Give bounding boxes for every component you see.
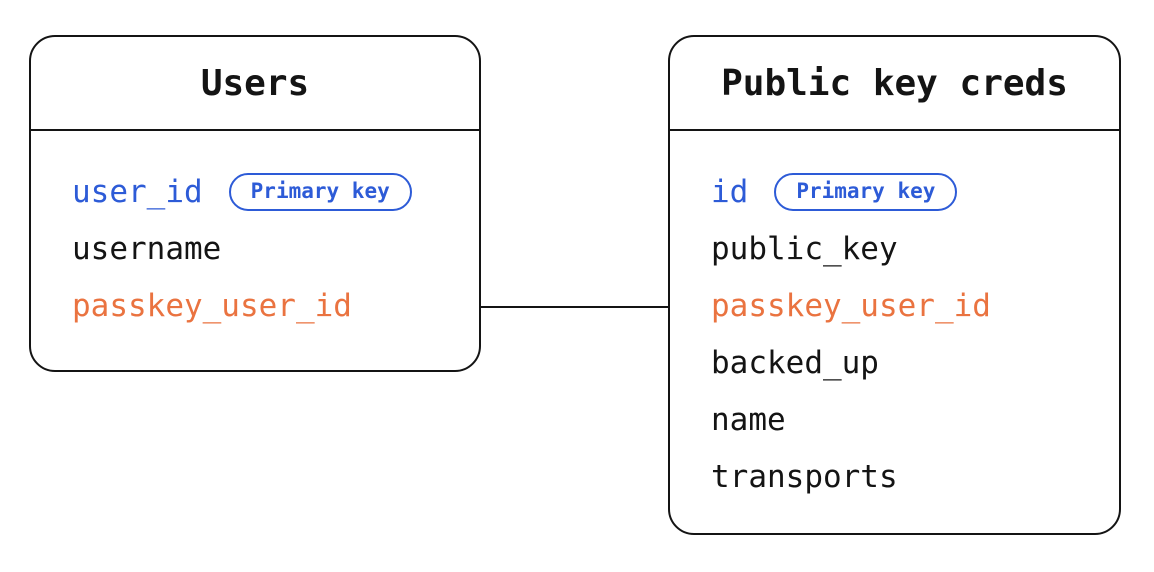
relationship-connector	[481, 306, 668, 308]
table-box-users: Users user_id Primary key username passk…	[29, 35, 481, 372]
field-name-transports: transports	[711, 458, 898, 495]
field-row: username	[72, 220, 459, 277]
table-title-text: Public key creds	[721, 62, 1068, 104]
primary-key-badge: Primary key	[774, 172, 958, 211]
table-title-public-key-creds: Public key creds	[670, 37, 1119, 131]
field-row: passkey_user_id	[72, 277, 459, 334]
field-row: user_id Primary key	[72, 163, 459, 220]
table-box-public-key-creds: Public key creds id Primary key public_k…	[668, 35, 1121, 535]
field-row: public_key	[711, 220, 1099, 277]
field-name-id: id	[711, 173, 749, 210]
field-name-passkey-user-id: passkey_user_id	[72, 287, 352, 324]
table-title-text: Users	[200, 62, 310, 104]
field-row: passkey_user_id	[711, 277, 1099, 334]
field-name-public-key: public_key	[711, 230, 898, 267]
table-fields-public-key-creds: id Primary key public_key passkey_user_i…	[670, 131, 1119, 505]
field-name-passkey-user-id: passkey_user_id	[711, 287, 991, 324]
field-name-name: name	[711, 401, 786, 438]
table-title-users: Users	[31, 37, 479, 131]
field-row: name	[711, 391, 1099, 448]
field-row: backed_up	[711, 334, 1099, 391]
field-name-user-id: user_id	[72, 173, 203, 210]
field-row: id Primary key	[711, 163, 1099, 220]
field-name-backed-up: backed_up	[711, 344, 879, 381]
table-fields-users: user_id Primary key username passkey_use…	[31, 131, 479, 334]
primary-key-badge: Primary key	[228, 172, 412, 211]
field-name-username: username	[72, 230, 222, 267]
field-row: transports	[711, 448, 1099, 505]
